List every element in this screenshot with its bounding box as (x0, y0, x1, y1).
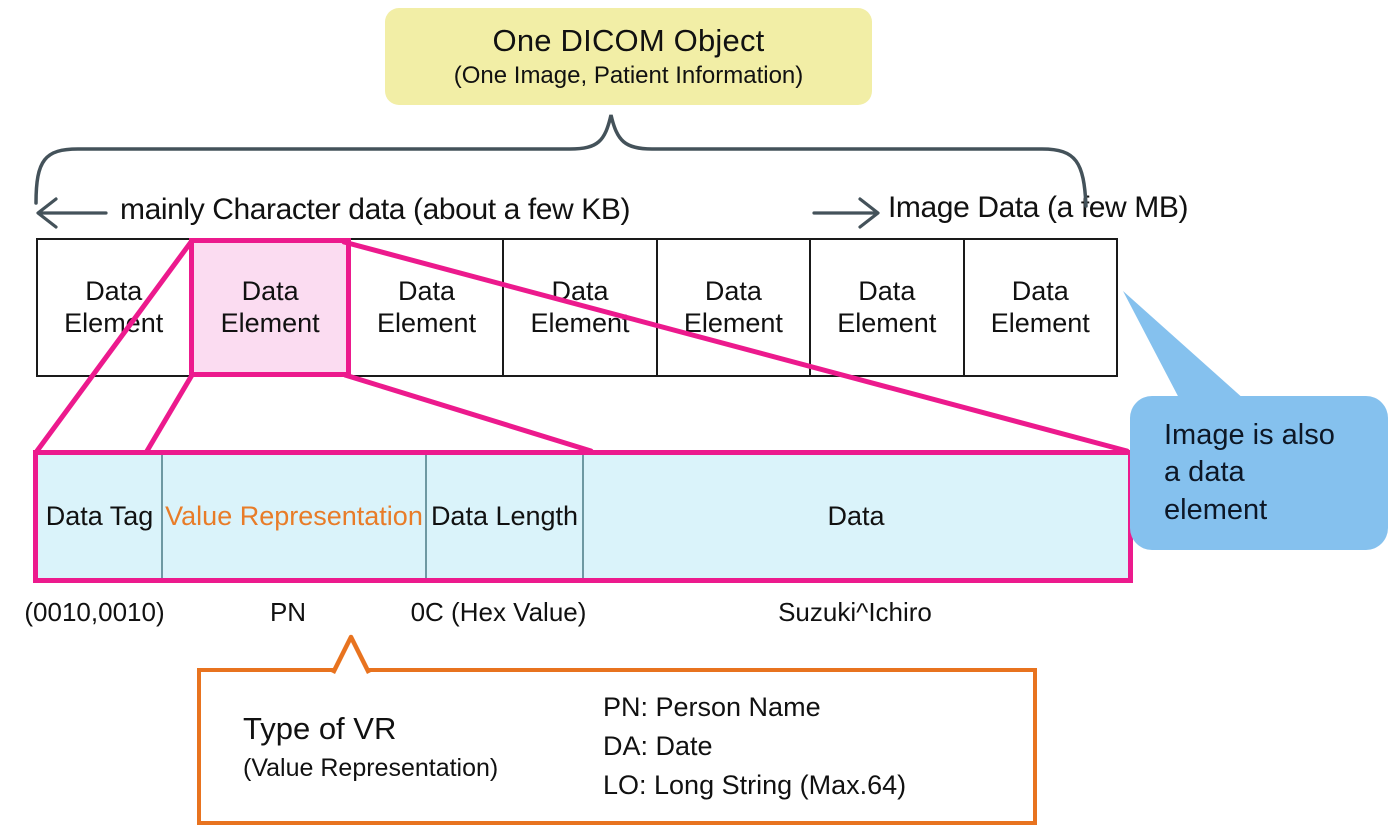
vr-entry-lo: LO: Long String (Max.64) (603, 770, 907, 801)
vr-legend-box: Type of VR (Value Representation) PN: Pe… (197, 668, 1037, 825)
value-data-tag: (0010,0010) (24, 597, 165, 627)
title-box: One DICOM Object (One Image, Patient Inf… (385, 8, 872, 105)
page-title: One DICOM Object (492, 22, 765, 58)
image-element-callout: Image is also a data element (1130, 396, 1388, 550)
value-data: Suzuki^Ichiro (778, 597, 932, 627)
field-data-length: Data Length (425, 455, 582, 578)
data-element-box: Data Element (348, 238, 505, 377)
data-element-box: Data Element (36, 238, 192, 377)
data-element-box: Data Element (655, 238, 812, 377)
label-image-data: Image Data (a few MB) (888, 191, 1189, 224)
bubble-tail (1123, 291, 1245, 400)
label-character-data: mainly Character data (about a few KB) (120, 193, 631, 226)
data-element-box: Data Element (809, 238, 965, 377)
field-data: Data (582, 455, 1128, 578)
right-arrow-icon (812, 197, 880, 229)
field-data-tag: Data Tag (45, 501, 154, 532)
value-data-length: 0C (Hex Value) (410, 597, 587, 627)
vr-legend-title: Type of VR (243, 711, 397, 747)
vr-entry-pn: PN: Person Name (603, 691, 821, 722)
left-arrow-icon (36, 197, 108, 229)
value-vr: PN (269, 597, 307, 627)
example-values-row: (0010,0010) PN 0C (Hex Value) Suzuki^Ich… (24, 597, 1133, 628)
data-element-box: Data Element (962, 238, 1118, 377)
page-subtitle: (One Image, Patient Information) (453, 62, 804, 90)
data-element-box-highlighted: Data Element (189, 238, 351, 377)
vr-legend-subtitle: (Value Representation) (243, 753, 499, 782)
data-element-detail-box: Data Tag Value Representation Data Lengt… (33, 450, 1133, 583)
field-value-representation: Value Representation (161, 455, 425, 578)
callout-text: Image is also a data element (1164, 419, 1335, 526)
data-element-row: Data Element Data Element Data Element D… (36, 238, 1118, 377)
data-element-box: Data Element (502, 238, 658, 377)
vr-entry-da: DA: Date (603, 730, 713, 761)
